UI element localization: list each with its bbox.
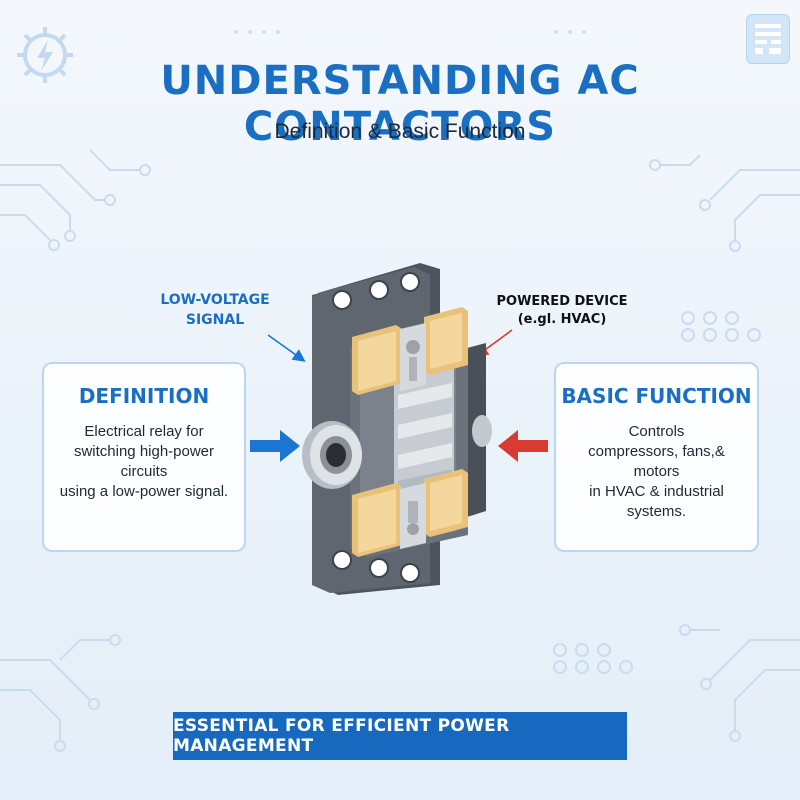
- lightning-gear-icon: [17, 27, 73, 83]
- basic-function-title: BASIC FUNCTION: [561, 384, 752, 408]
- basic-function-text: Controls compressors, fans,& motors in H…: [588, 423, 725, 520]
- powered-device-label: POWERED DEVICE (e.gl. HVAC): [496, 294, 628, 327]
- definition-text: Electrical relay for switching high-powe…: [59, 423, 229, 500]
- bottom-banner: ESSENTIAL FOR EFFICIENT POWER MANAGEMENT: [173, 712, 627, 760]
- definition-title: DEFINITION: [78, 384, 210, 408]
- ac-contactor-illustration: [302, 263, 492, 595]
- definition-card: DEFINITION Electrical relay for switchin…: [42, 362, 246, 552]
- signal-input-arrow-icon: [250, 430, 300, 462]
- page-title: UNDERSTANDING AC CONTACTORS: [160, 58, 640, 150]
- basic-function-card: BASIC FUNCTION Controls compressors, fan…: [554, 362, 759, 552]
- power-input-arrow-icon: [498, 430, 548, 462]
- low-voltage-label: LOW-VOLTAGE SIGNAL: [160, 292, 270, 328]
- page-subtitle: Definition & Basic Function: [274, 120, 526, 143]
- document-icon: [746, 14, 790, 64]
- banner-text: ESSENTIAL FOR EFFICIENT POWER MANAGEMENT: [173, 716, 510, 756]
